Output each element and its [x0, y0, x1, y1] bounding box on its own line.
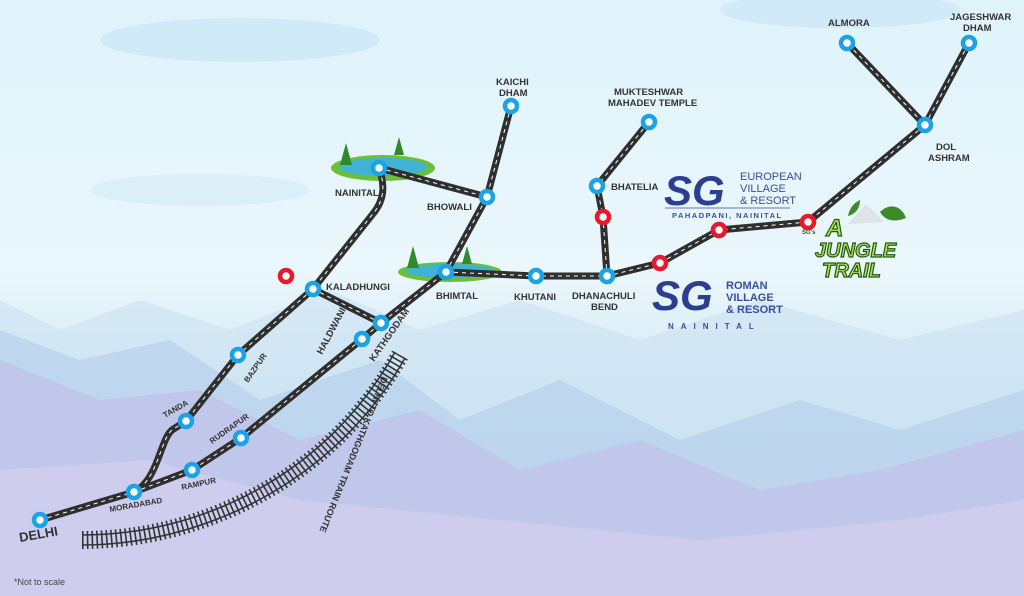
station-rudrapur-icon: [232, 429, 250, 447]
station-bhowali-icon: [478, 188, 496, 206]
label-nainital: NAINITAL: [335, 188, 379, 199]
road-centerline: [445, 42, 926, 277]
station-delhi-icon: [31, 511, 49, 529]
station-kathgodam-icon: [372, 314, 390, 332]
label-bhowali: BHOWALI: [427, 202, 472, 213]
label-mahadev-temple: MAHADEV TEMPLE: [608, 98, 697, 109]
label-ashram: ASHRAM: [928, 153, 970, 164]
label-kaladhungi: KALADHUNGI: [326, 282, 390, 293]
road-centerline: [133, 105, 512, 493]
resort-marker-icon: [277, 267, 295, 285]
label-mukteshwar: MUKTESHWAR: [614, 87, 683, 98]
jungle-trail-logo: SG's A JUNGLE TRAIL: [802, 200, 906, 283]
label-bhimtal: BHIMTAL: [436, 291, 478, 302]
jungle-line1: JUNGLE: [815, 240, 897, 262]
label-khutani: KHUTANI: [514, 292, 556, 303]
resort-marker-icon: [799, 213, 817, 231]
not-to-scale-note: *Not to scale: [14, 577, 65, 587]
jungle-a: A: [825, 215, 843, 242]
label-dhanachuli: DHANACHULI: [572, 291, 635, 302]
european-line2: VILLAGE: [740, 183, 786, 195]
roman-line3: & RESORT: [726, 304, 783, 316]
station-kaichi-dham-icon: [502, 97, 520, 115]
station-dhanachuli-bend-icon: [598, 267, 616, 285]
european-village-resort-logo: SG EUROPEAN VILLAGE & RESORT PAHADPANI, …: [664, 167, 802, 220]
european-line3: & RESORT: [740, 195, 796, 207]
roman-line1: ROMAN: [726, 280, 768, 292]
station-tanda-icon: [177, 412, 195, 430]
european-subtitle: PAHADPANI, NAINITAL: [672, 211, 783, 220]
station-mukteshwar-icon: [640, 113, 658, 131]
european-sg-mark: SG: [664, 167, 725, 214]
label-kaichi: KAICHI: [496, 77, 529, 88]
label-bhatelia: BHATELIA: [611, 182, 658, 193]
roman-village-resort-logo: SG ROMAN VILLAGE & RESORT NAINITAL: [652, 272, 783, 331]
label-delhi: DELHI: [18, 523, 59, 545]
station-markers: [31, 34, 978, 529]
station-moradabad-icon: [125, 483, 143, 501]
roman-subtitle: NAINITAL: [668, 322, 761, 331]
roman-sg-mark: SG: [652, 272, 713, 319]
label-dhanachuli-bend: BEND: [591, 302, 618, 313]
station-khutani-icon: [527, 267, 545, 285]
label-jageshwar-dham: DHAM: [963, 23, 992, 34]
station-almora-icon: [838, 34, 856, 52]
road: [593, 118, 653, 280]
road-network: [36, 39, 973, 524]
road: [309, 285, 385, 327]
station-jageshwar-icon: [960, 34, 978, 52]
station-rampur-icon: [183, 461, 201, 479]
station-nainital-icon: [370, 159, 388, 177]
label-almora: ALMORA: [828, 18, 870, 29]
road: [921, 39, 973, 129]
jungle-pre: SG's: [802, 230, 816, 236]
road: [36, 164, 387, 524]
road-centerline: [596, 121, 650, 277]
label-jageshwar: JAGESHWAR: [950, 12, 1011, 23]
station-bhimtal-icon: [437, 263, 455, 281]
resort-marker-icon: [594, 208, 612, 226]
resort-marker-icon: [710, 221, 728, 239]
european-line1: EUROPEAN: [740, 171, 802, 183]
label-kaichi-dham: DHAM: [499, 88, 528, 99]
station-bhatelia-icon: [588, 177, 606, 195]
station-bazpur-icon: [229, 346, 247, 364]
roman-line2: VILLAGE: [726, 292, 774, 304]
label-dol: DOL: [936, 142, 956, 153]
station-haldwani-icon: [353, 330, 371, 348]
resort-marker-icon: [651, 254, 669, 272]
road-centerline: [378, 167, 488, 198]
train-track: [81, 350, 408, 549]
jungle-line2: TRAIL: [822, 260, 881, 282]
station-kaladhungi-icon: [304, 280, 322, 298]
station-dol-ashram-icon: [916, 116, 934, 134]
